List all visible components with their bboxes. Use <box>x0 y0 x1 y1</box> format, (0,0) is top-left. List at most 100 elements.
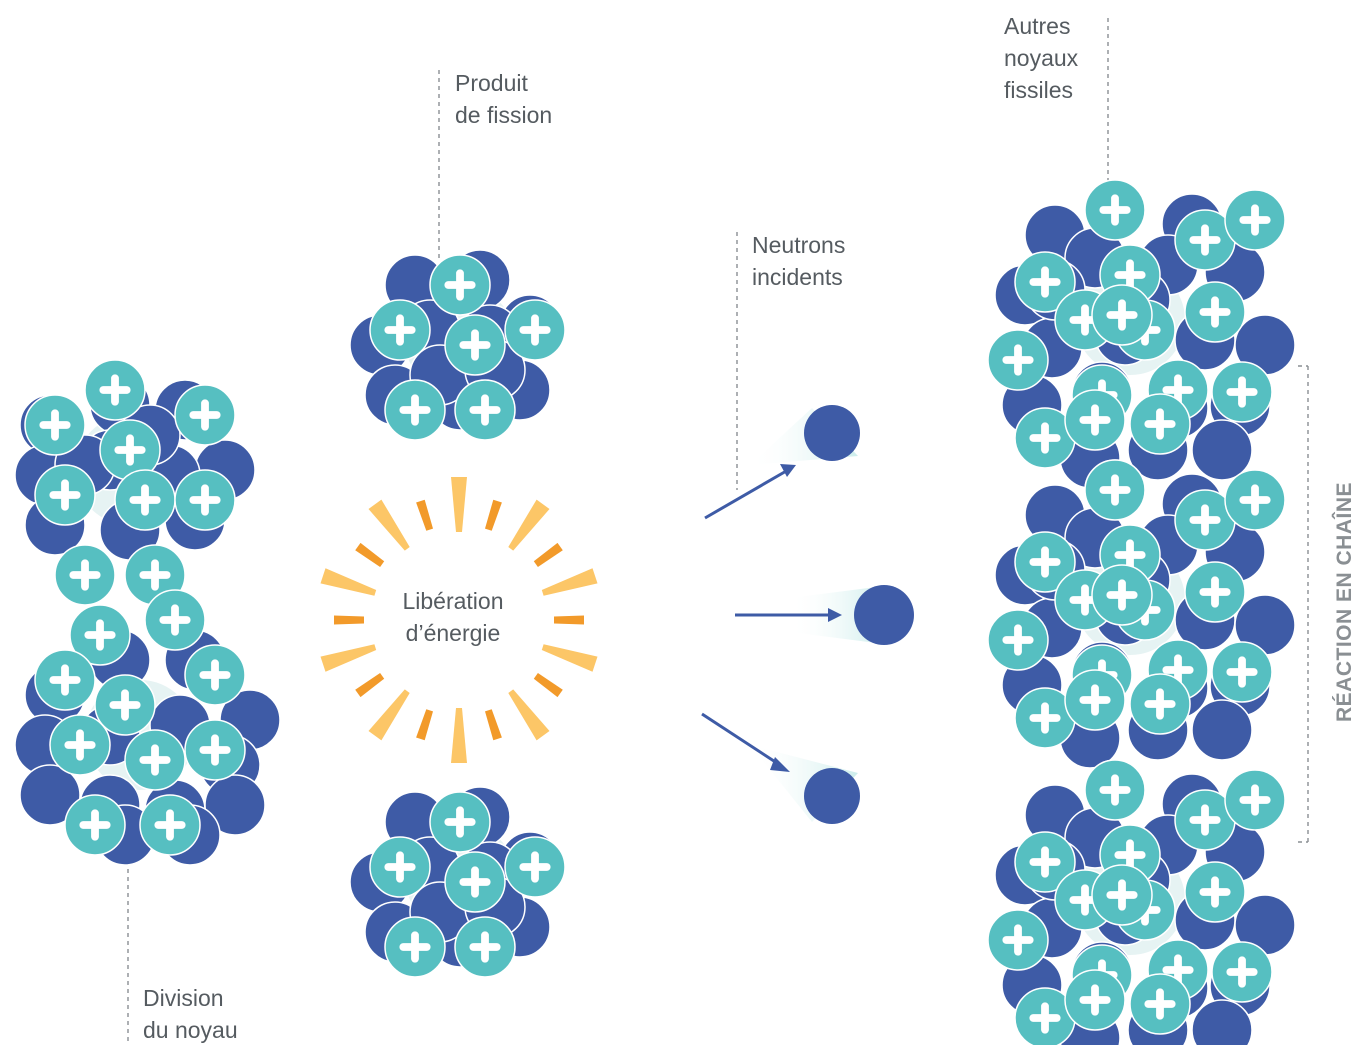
energy-ray <box>508 499 550 551</box>
proton-icon <box>174 384 236 446</box>
label-other-nuclei-line2: noyaux <box>1004 45 1079 71</box>
neutron-middle <box>735 585 914 645</box>
proton-icon <box>504 836 566 898</box>
proton-icon <box>69 604 131 666</box>
neutron-icon <box>1191 999 1253 1045</box>
proton-icon <box>139 794 201 856</box>
energy-burst <box>320 477 598 763</box>
incident-neutrons <box>701 405 914 824</box>
proton-icon <box>1211 361 1273 423</box>
proton-icon <box>174 469 236 531</box>
label-nucleus-split-line2: du noyau <box>143 1017 238 1043</box>
proton-icon <box>124 729 186 791</box>
energy-ray <box>334 615 364 625</box>
energy-ray <box>533 673 563 698</box>
proton-icon <box>1224 769 1286 831</box>
label-other-nuclei-line3: fissiles <box>1004 77 1074 103</box>
proton-icon <box>1064 669 1126 731</box>
energy-ray <box>320 568 377 596</box>
label-nucleus-split: Division du noyau <box>143 982 238 1046</box>
proton-icon <box>444 314 506 376</box>
neutron-icon <box>19 764 81 826</box>
neutron-icon <box>1191 699 1253 761</box>
proton-icon <box>144 589 206 651</box>
label-nucleus-split-line1: Division <box>143 985 224 1011</box>
energy-ray <box>485 499 502 531</box>
proton-icon <box>114 469 176 531</box>
proton-icon <box>454 379 516 441</box>
energy-ray <box>355 542 385 567</box>
proton-icon <box>1129 393 1191 455</box>
proton-icon <box>454 916 516 978</box>
fissile-nucleus-2 <box>987 459 1296 769</box>
proton-icon <box>369 299 431 361</box>
label-energy-release-line2: d’énergie <box>405 620 501 646</box>
energy-ray <box>416 709 433 741</box>
energy-ray <box>355 673 385 698</box>
label-incident-neutrons-line2: incidents <box>752 264 843 290</box>
proton-icon <box>64 794 126 856</box>
energy-ray <box>451 477 467 532</box>
neutron-upper <box>704 405 860 520</box>
proton-icon <box>1064 969 1126 1031</box>
proton-icon <box>429 254 491 316</box>
proton-icon <box>1084 179 1146 241</box>
proton-icon <box>1224 189 1286 251</box>
energy-ray <box>533 542 563 567</box>
proton-icon <box>49 714 111 776</box>
proton-icon <box>1064 389 1126 451</box>
proton-icon <box>384 916 446 978</box>
proton-icon <box>1014 251 1076 313</box>
label-chain-reaction: RÉACTION EN CHAÎNE <box>1333 482 1356 723</box>
label-other-nuclei: Autres noyaux fissiles <box>1004 10 1078 106</box>
label-incident-neutrons: Neutrons incidents <box>752 229 845 293</box>
label-fission-product-line2: de fission <box>455 102 553 128</box>
energy-ray <box>320 644 377 672</box>
proton-icon <box>24 394 86 456</box>
label-fission-product-line1: Produit <box>455 70 528 96</box>
neutron-icon <box>204 774 266 836</box>
energy-ray <box>368 499 410 551</box>
proton-icon <box>1224 469 1286 531</box>
label-energy-release: Libération d’énergie <box>378 585 528 649</box>
proton-icon <box>184 719 246 781</box>
label-other-nuclei-line1: Autres <box>1004 13 1071 39</box>
fission-product-bottom <box>349 786 566 978</box>
proton-icon <box>987 329 1049 391</box>
nuclei <box>14 179 1296 1045</box>
proton-icon <box>1211 641 1273 703</box>
chain-reaction-bracket <box>1298 365 1309 843</box>
proton-icon <box>1084 759 1146 821</box>
energy-ray <box>508 689 550 741</box>
proton-icon <box>1129 973 1191 1035</box>
proton-icon <box>1084 459 1146 521</box>
fission-product-top <box>349 249 566 441</box>
leader-lines <box>127 18 1109 1045</box>
nucleus-split-bottom <box>14 589 281 866</box>
energy-ray <box>368 689 410 741</box>
proton-icon <box>429 791 491 853</box>
proton-icon <box>1014 407 1076 469</box>
proton-icon <box>1184 561 1246 623</box>
label-energy-release-line1: Libération <box>402 588 504 614</box>
proton-icon <box>987 909 1049 971</box>
proton-icon <box>987 609 1049 671</box>
neutron-lower <box>701 712 860 824</box>
proton-icon <box>444 851 506 913</box>
proton-icon <box>34 464 96 526</box>
label-incident-neutrons-line1: Neutrons <box>752 232 846 258</box>
proton-icon <box>1211 941 1273 1003</box>
energy-ray <box>541 644 598 672</box>
proton-icon <box>504 299 566 361</box>
proton-icon <box>1091 564 1153 626</box>
energy-ray <box>554 615 584 625</box>
energy-ray <box>541 568 598 596</box>
proton-icon <box>34 649 96 711</box>
label-fission-product: Produit de fission <box>455 67 552 131</box>
proton-icon <box>1091 864 1153 926</box>
proton-icon <box>384 379 446 441</box>
fissile-nucleus-1 <box>987 179 1296 489</box>
proton-icon <box>1129 673 1191 735</box>
proton-icon <box>84 359 146 421</box>
